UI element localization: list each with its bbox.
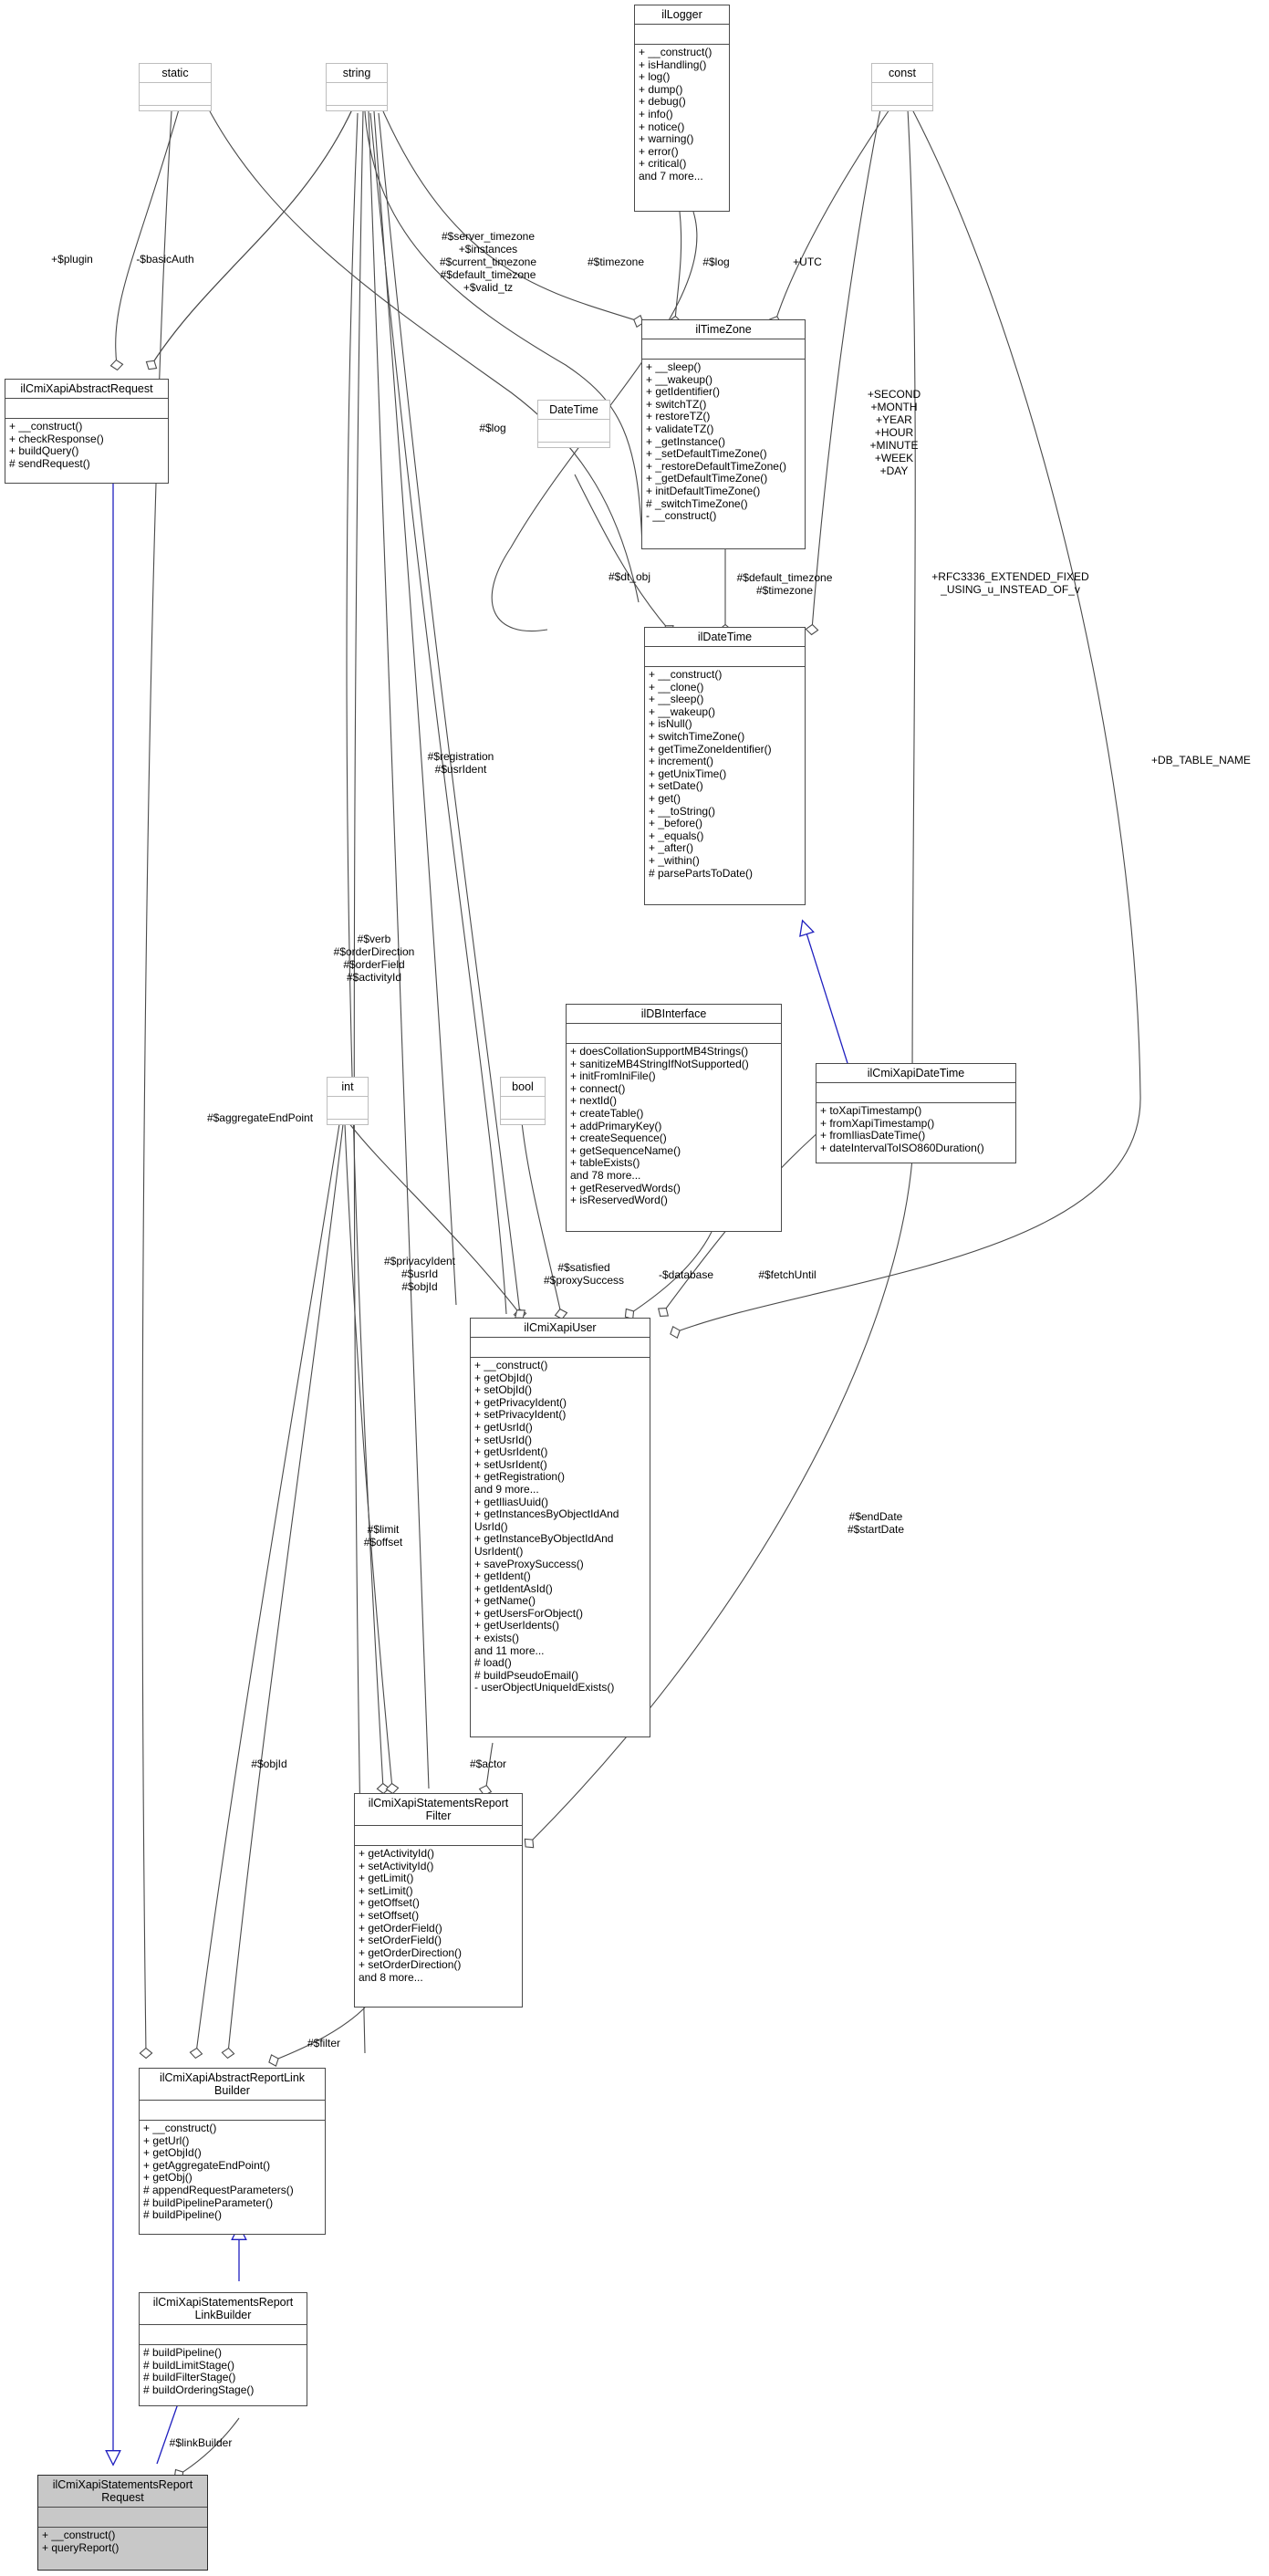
- class-node-const[interactable]: const: [871, 63, 933, 111]
- class-title: ilCmiXapiStatementsReport Request: [38, 2476, 207, 2508]
- class-title: ilDateTime: [645, 628, 805, 647]
- edge-label-actor: #$actor: [469, 1757, 507, 1770]
- class-attributes: [327, 83, 387, 106]
- class-node-illogger[interactable]: ilLogger + __construct() + isHandling() …: [634, 5, 730, 212]
- class-title: ilLogger: [635, 5, 729, 25]
- class-attributes: [38, 2508, 207, 2528]
- class-attributes: [140, 83, 211, 106]
- class-title: ilCmiXapiUser: [471, 1319, 650, 1338]
- edge-label-timezone-group: #$server_timezone +$instances #$current_…: [439, 230, 537, 294]
- class-operations: + __construct() + __clone() + __sleep() …: [649, 668, 772, 880]
- class-attributes: [328, 1097, 368, 1120]
- class-operations: + getActivityId() + setActivityId() + ge…: [359, 1847, 463, 1984]
- class-operations: [140, 106, 211, 129]
- class-node-bool[interactable]: bool: [500, 1077, 546, 1125]
- class-title: ilCmiXapiAbstractReportLink Builder: [140, 2069, 325, 2101]
- class-title: string: [327, 64, 387, 83]
- class-node-ilcmixapiabstractrequest[interactable]: ilCmiXapiAbstractRequest + __construct()…: [5, 379, 169, 484]
- class-node-ilcmixapistatementsreportrequest[interactable]: ilCmiXapiStatementsReport Request + __co…: [37, 2475, 208, 2571]
- class-title: ilCmiXapiDateTime: [817, 1064, 1015, 1083]
- class-attributes: [645, 647, 805, 667]
- class-attributes: [471, 1338, 650, 1358]
- class-operations: + __construct() + checkResponse() + buil…: [9, 420, 104, 470]
- class-title: ilCmiXapiAbstractRequest: [5, 380, 168, 399]
- edge-label-satisfied: #$satisfied #$proxySuccess: [543, 1261, 625, 1287]
- class-operations: [501, 1120, 545, 1142]
- class-operations: [328, 1120, 368, 1142]
- edge-label-utc: +UTC: [793, 256, 822, 268]
- class-operations: + __construct() + getObjId() + setObjId(…: [474, 1359, 619, 1695]
- edge-label-default-timezone: #$default_timezone #$timezone: [736, 571, 833, 597]
- class-attributes: [501, 1097, 545, 1120]
- class-operations: [327, 106, 387, 129]
- class-node-ilcmixapistatementsreportlinkbuilder[interactable]: ilCmiXapiStatementsReport LinkBuilder # …: [139, 2292, 307, 2406]
- class-node-ildatetime[interactable]: ilDateTime + __construct() + __clone() +…: [644, 627, 806, 905]
- class-title: bool: [501, 1078, 545, 1097]
- class-node-ilcmixapiuser[interactable]: ilCmiXapiUser + __construct() + getObjId…: [470, 1318, 650, 1737]
- edge-label-db-table-name: +DB_TABLE_NAME: [1151, 754, 1251, 767]
- class-attributes: [140, 2325, 307, 2345]
- class-attributes: [817, 1083, 1015, 1103]
- class-title: ilDBInterface: [567, 1005, 781, 1024]
- class-attributes: [872, 83, 932, 106]
- class-title: int: [328, 1078, 368, 1097]
- class-operations: + doesCollationSupportMB4Strings() + san…: [570, 1045, 749, 1207]
- class-attributes: [5, 399, 168, 419]
- class-operations: + __construct() + queryReport(): [42, 2529, 120, 2554]
- class-node-int[interactable]: int: [327, 1077, 369, 1125]
- edge-label-dt-obj: #$dt_obj: [608, 570, 651, 583]
- edge-label-registration: #$registration #$usrIdent: [427, 750, 494, 776]
- edge-label-basicauth: -$basicAuth: [136, 253, 194, 266]
- class-title: ilCmiXapiStatementsReport LinkBuilder: [140, 2293, 307, 2325]
- edge-label-database: -$database: [658, 1268, 714, 1281]
- class-attributes: [642, 339, 805, 360]
- class-attributes: [355, 1826, 522, 1846]
- edge-label-filter: #$filter: [307, 2037, 341, 2049]
- edge-label-fetchuntil: #$fetchUntil: [758, 1268, 817, 1281]
- edge-label-linkbuilder: #$linkBuilder: [169, 2436, 233, 2449]
- class-operations: + __construct() + isHandling() + log() +…: [639, 46, 713, 183]
- class-attributes: [635, 25, 729, 45]
- edge-label-plugin: +$plugin: [51, 253, 93, 266]
- class-operations: [872, 106, 932, 129]
- edge-label-senddate: #$endDate #$startDate: [847, 1510, 905, 1536]
- class-title: ilCmiXapiStatementsReport Filter: [355, 1794, 522, 1826]
- class-title: const: [872, 64, 932, 83]
- class-operations: + toXapiTimestamp() + fromXapiTimestamp(…: [820, 1104, 984, 1154]
- edge-label-rfc3336: +RFC3336_EXTENDED_FIXED _USING_u_INSTEAD…: [931, 570, 1089, 596]
- class-node-static[interactable]: static: [139, 63, 212, 111]
- edge-label-log-datetime: #$log: [479, 422, 506, 434]
- class-title: DateTime: [538, 401, 609, 420]
- class-title: ilTimeZone: [642, 320, 805, 339]
- edge-label-aggregate-endpoint: #$aggregateEndPoint: [206, 1111, 314, 1124]
- edge-label-log-timezone: #$log: [702, 256, 730, 268]
- class-operations: [538, 443, 609, 465]
- class-node-ilcmixapistatementsreportfilter[interactable]: ilCmiXapiStatementsReport Filter + getAc…: [354, 1793, 523, 2008]
- edge-label-timezone: #$timezone: [587, 256, 645, 268]
- edge-label-verb: #$verb #$orderDirection #$orderField #$a…: [333, 933, 415, 984]
- class-node-ildbinterface[interactable]: ilDBInterface + doesCollationSupportMB4S…: [566, 1004, 782, 1232]
- class-operations: + __construct() + getUrl() + getObjId() …: [143, 2122, 294, 2222]
- edge-label-limit: #$limit #$offset: [363, 1523, 403, 1549]
- class-attributes: [567, 1024, 781, 1044]
- class-operations: # buildPipeline() # buildLimitStage() # …: [143, 2346, 255, 2396]
- edge-label-objid: #$objId: [251, 1757, 287, 1770]
- class-node-datetime[interactable]: DateTime: [537, 400, 610, 448]
- class-operations: + __sleep() + __wakeup() + getIdentifier…: [646, 360, 786, 523]
- class-node-iltimezone[interactable]: ilTimeZone + __sleep() + __wakeup() + ge…: [641, 319, 806, 549]
- class-attributes: [538, 420, 609, 443]
- edge-label-const-group: +SECOND +MONTH +YEAR +HOUR +MINUTE +WEEK…: [867, 388, 921, 477]
- class-attributes: [140, 2101, 325, 2121]
- edge-label-privacyident: #$privacyIdent #$usrId #$objId: [383, 1255, 456, 1293]
- class-node-ilcmixapiabstractreportlinkbuilder[interactable]: ilCmiXapiAbstractReportLink Builder + __…: [139, 2068, 326, 2235]
- class-node-ilcmixapidatetime[interactable]: ilCmiXapiDateTime + toXapiTimestamp() + …: [816, 1063, 1016, 1163]
- class-title: static: [140, 64, 211, 83]
- class-node-string[interactable]: string: [326, 63, 388, 111]
